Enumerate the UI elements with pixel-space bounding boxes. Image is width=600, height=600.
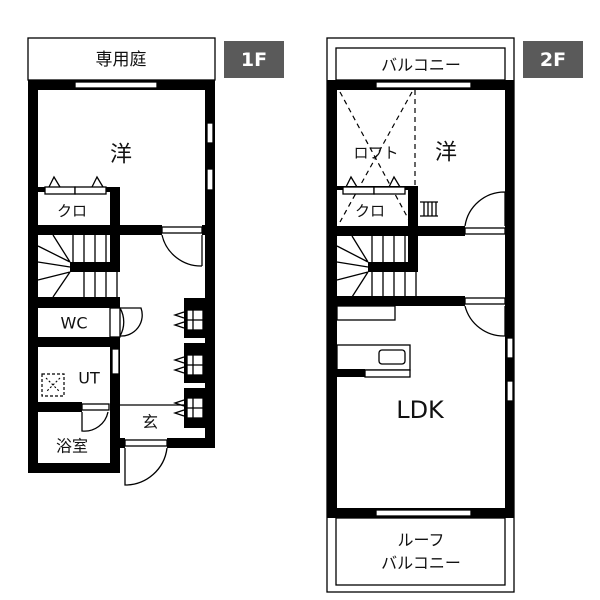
floor-badge-2f (523, 41, 583, 78)
utility-label: UT (78, 369, 100, 388)
ldk-door[interactable] (464, 297, 506, 305)
floor-2: バルコニー 2F ロフト 洋 クロ (326, 37, 583, 593)
entrance-door[interactable] (124, 439, 168, 447)
counter (336, 305, 396, 321)
loft-ladder-icon (420, 201, 438, 217)
closet-door[interactable] (342, 186, 375, 195)
wall (28, 463, 120, 473)
door[interactable] (161, 226, 203, 234)
closet-door-swing-icon (48, 175, 104, 188)
window (206, 168, 214, 191)
balcony-label: バルコニー (381, 56, 461, 75)
staircase-2f (336, 235, 418, 298)
window (375, 81, 472, 89)
washer-pan-icon (41, 373, 65, 397)
closet-door[interactable] (373, 186, 406, 195)
roof-balcony (335, 517, 506, 586)
window (111, 348, 120, 375)
loft-label: ロフト (353, 144, 398, 162)
wall (28, 80, 38, 473)
wall (110, 347, 120, 473)
sink-icon (378, 349, 406, 365)
wall (28, 337, 120, 347)
balcony (335, 47, 506, 81)
window (74, 81, 158, 89)
western-room-label-2f: 洋 (435, 141, 457, 166)
wall (505, 80, 514, 518)
wc-label: WC (61, 314, 88, 333)
entrance-label: 玄 (142, 413, 158, 432)
wall (327, 296, 465, 306)
closet-door[interactable] (74, 186, 107, 195)
roof-balcony-label-1: ルーフ (397, 531, 444, 550)
roof-balcony-label-2: バルコニー (381, 554, 461, 573)
floor-badge-1f-label: 1F (241, 49, 267, 71)
wall (28, 225, 162, 235)
closet-label: クロ (57, 202, 87, 220)
loft-outline (339, 91, 413, 223)
wall (28, 297, 120, 308)
window (206, 122, 214, 144)
western-room-label: 洋 (110, 143, 132, 168)
closet-label-2f: クロ (355, 202, 385, 220)
bath-door[interactable] (81, 403, 110, 411)
wall (205, 80, 215, 448)
floor-badge-1f (224, 41, 284, 78)
bath-label: 浴室 (56, 437, 88, 456)
ldk-label: LDK (396, 396, 445, 424)
closet-door[interactable] (44, 186, 76, 195)
garden-label: 専用庭 (96, 50, 147, 70)
door[interactable] (464, 227, 506, 235)
window (506, 337, 514, 359)
shoe-cabinets[interactable] (172, 298, 205, 428)
wc-door[interactable] (109, 307, 121, 338)
window (375, 509, 472, 517)
floor-1: 専用庭 1F 洋 クロ (27, 37, 284, 486)
wall (167, 438, 215, 448)
floor-badge-2f-label: 2F (540, 49, 566, 71)
wall (327, 226, 465, 236)
private-garden (27, 37, 216, 81)
window (506, 380, 514, 402)
wall (28, 402, 82, 412)
staircase (37, 234, 120, 298)
